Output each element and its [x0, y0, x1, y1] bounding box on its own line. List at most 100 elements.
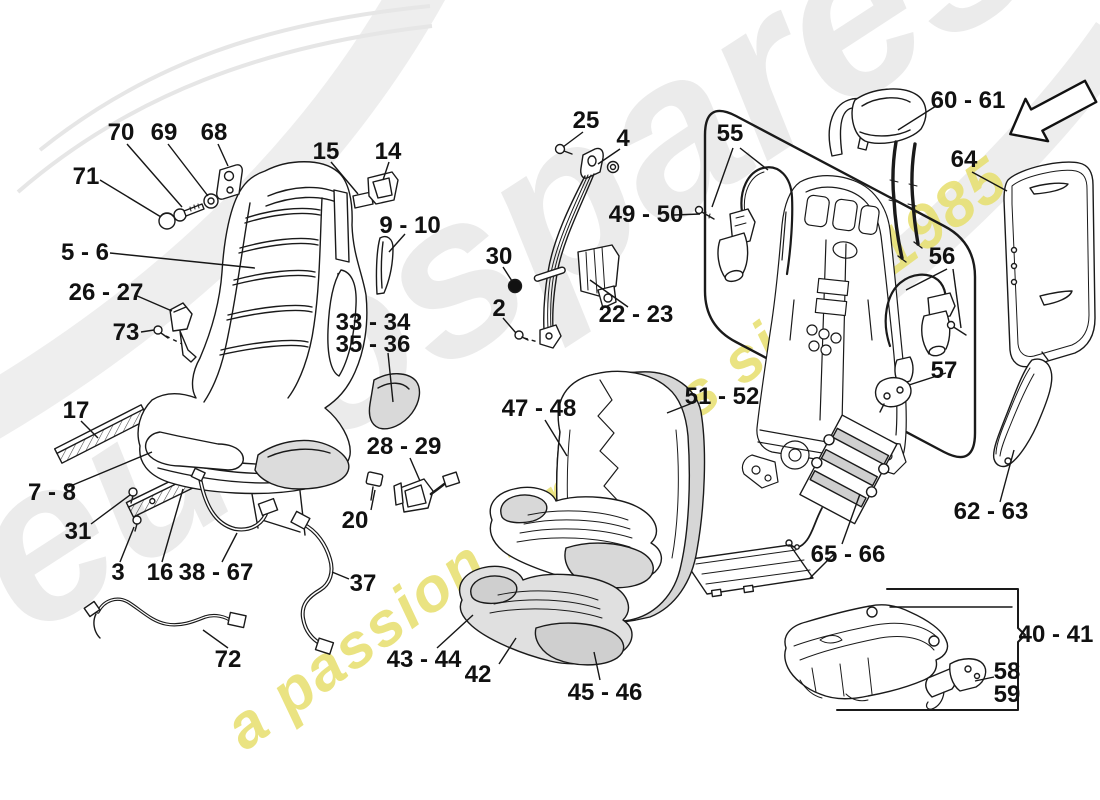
- callout-line-56b: [952, 268, 962, 329]
- bolt-70-part: [173, 203, 205, 222]
- callout-line-42: [498, 637, 517, 665]
- callout-line-4: [597, 148, 621, 165]
- seat-cushion-cover-part: [489, 486, 662, 589]
- part-label-31: 31: [65, 518, 92, 545]
- callout-line-49-50: [673, 213, 701, 216]
- recliner-57-part: [874, 356, 914, 413]
- part-label-22-23: 22 - 23: [599, 301, 674, 328]
- callout-line-15: [330, 161, 359, 195]
- cable-38-67-part: [190, 467, 279, 532]
- part-label-17: 17: [63, 397, 90, 424]
- part-label-71: 71: [73, 163, 100, 190]
- part-label-70: 70: [108, 119, 135, 146]
- lumbar-motor-56-part: [921, 292, 956, 357]
- cable-37-part: [290, 510, 335, 655]
- callout-line-2: [502, 317, 517, 334]
- callout-line-55a: [711, 147, 734, 208]
- callout-line-2-dashed: [523, 337, 539, 343]
- belt-buckle-26-27-part: [169, 302, 197, 363]
- part-label-42: 42: [465, 661, 492, 688]
- part-label-3: 3: [111, 559, 124, 586]
- side-trim-33-36-part: [368, 373, 421, 430]
- part-label-4: 4: [616, 125, 630, 152]
- part-label-56: 56: [929, 243, 956, 270]
- screw-56-part: [946, 320, 967, 336]
- part-label-65-66: 65 - 66: [811, 541, 886, 568]
- heater-mat-backrest-65-66-part: [785, 414, 898, 550]
- part-label-58: 58: [994, 658, 1021, 685]
- bolt-25-part: [554, 143, 573, 155]
- part-labels: 70 69 68 71 5 - 6 26 - 27 73 15 14 9 - 1…: [28, 87, 1093, 708]
- callout-line-72: [202, 629, 229, 649]
- trim-9-10-part: [375, 235, 394, 295]
- part-label-62-63: 62 - 63: [954, 498, 1029, 525]
- part-label-25: 25: [573, 107, 600, 134]
- part-label-51-52: 51 - 52: [685, 383, 760, 410]
- part-label-69: 69: [151, 119, 178, 146]
- callout-line-45-46: [593, 651, 601, 681]
- bracket-68-part: [216, 164, 243, 200]
- part-label-68: 68: [201, 119, 228, 146]
- lumbar-motor-49-50-part: [717, 208, 756, 283]
- part-label-2: 2: [492, 295, 505, 322]
- part-label-37: 37: [350, 570, 377, 597]
- part-label-16: 16: [147, 559, 174, 586]
- callout-line-20: [370, 489, 376, 511]
- part-label-7-8: 7 - 8: [28, 479, 76, 506]
- main-seat-illustration: [137, 161, 368, 536]
- callout-line-58-59: [974, 676, 995, 682]
- part-label-43-44: 43 - 44: [387, 646, 462, 673]
- callout-line-7-8: [67, 451, 153, 488]
- callout-line-33-36: [387, 352, 394, 403]
- module-28-29-part: [393, 471, 461, 513]
- callout-line-51-52: [666, 401, 696, 414]
- part-label-47-48: 47 - 48: [502, 395, 577, 422]
- rail-screw-31: [128, 487, 138, 504]
- callout-line-73-dashed: [165, 335, 183, 345]
- callout-line-60-61: [897, 105, 937, 131]
- part-label-14: 14: [375, 138, 402, 165]
- part-label-9-10: 9 - 10: [379, 212, 440, 239]
- backrest-panel-outline: [703, 109, 977, 459]
- callout-line-73: [140, 329, 155, 333]
- callout-line-26-27: [134, 294, 173, 312]
- washer-69-part: [203, 193, 219, 209]
- callout-line-43-44: [436, 614, 474, 649]
- callout-line-16: [161, 488, 184, 563]
- callout-line-65-66a: [841, 493, 861, 545]
- actuator-58-59-part: [924, 658, 987, 710]
- callout-line-56a: [905, 268, 948, 291]
- side-strip-62-63-part: [992, 358, 1053, 468]
- callout-line-25: [562, 131, 584, 148]
- nut-4-part: [606, 160, 620, 174]
- part-label-72: 72: [215, 646, 242, 673]
- heater-mat-cushion-65-66-part: [683, 544, 814, 598]
- callout-line-28-29: [409, 457, 421, 482]
- part-label-60-61: 60 - 61: [931, 87, 1006, 114]
- part-label-5-6: 5 - 6: [61, 239, 109, 266]
- callout-line-14: [382, 161, 390, 181]
- callout-line-64: [971, 171, 1008, 192]
- callout-line-70: [126, 143, 183, 208]
- callout-line-31: [90, 494, 131, 525]
- part-label-15: 15: [313, 138, 340, 165]
- part-label-30: 30: [486, 243, 513, 270]
- callout-line-68: [217, 143, 229, 167]
- callout-line-69: [167, 143, 209, 197]
- callout-line-30: [502, 266, 513, 282]
- callout-line-71: [99, 179, 162, 218]
- side-trim-lower-part: [254, 439, 350, 490]
- seat-pan-40-41-part: [783, 604, 949, 702]
- bracket-40-41: [836, 588, 1026, 711]
- part-label-26-27: 26 - 27: [69, 279, 144, 306]
- plate-15-part: [352, 191, 374, 209]
- headrest-60-61-part: [828, 88, 927, 263]
- callout-line-37: [331, 571, 350, 580]
- callout-line-65-66b: [809, 553, 835, 579]
- part-label-40-41: 40 - 41: [1019, 621, 1094, 648]
- callout-line-57: [908, 372, 947, 386]
- part-label-59: 59: [994, 681, 1021, 708]
- part-label-57: 57: [931, 357, 958, 384]
